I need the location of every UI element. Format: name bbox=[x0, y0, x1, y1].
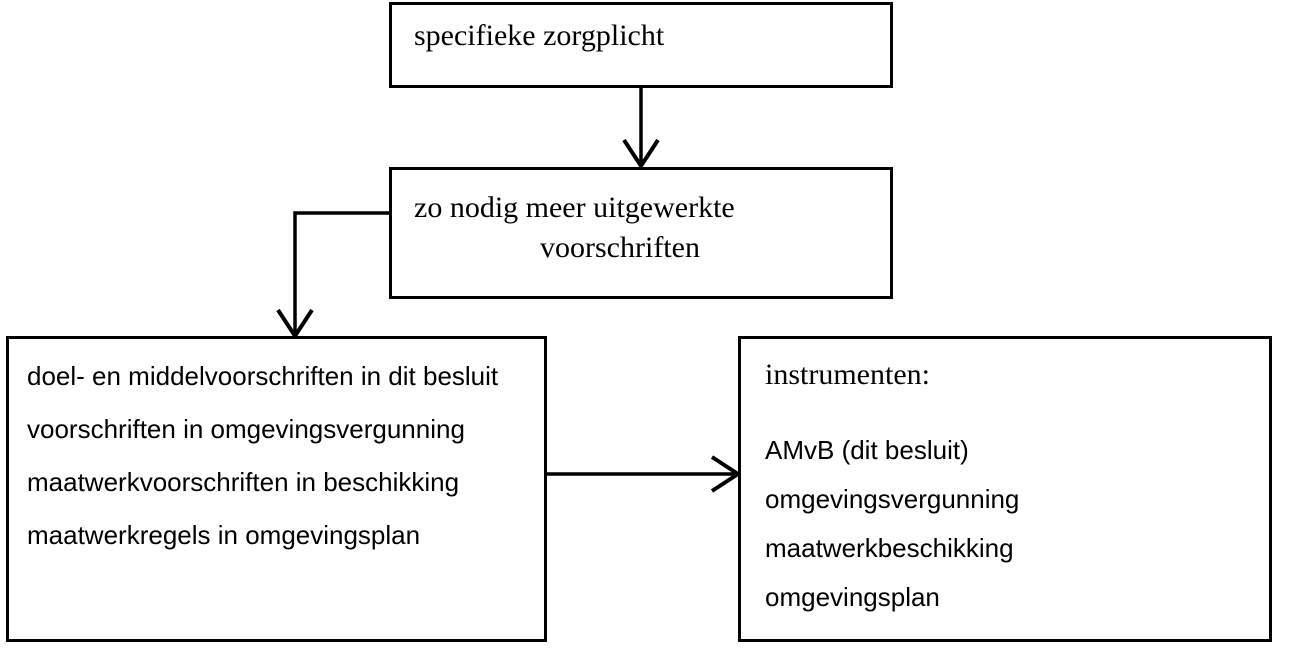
instrumenten-content: instrumenten: AMvB (dit besluit) omgevin… bbox=[765, 355, 1245, 617]
list-item: doel- en middelvoorschriften in dit besl… bbox=[27, 361, 499, 391]
list-item: omgevingsvergunning bbox=[765, 484, 1020, 514]
arrowhead-icon bbox=[622, 138, 660, 170]
node-label-line-2: voorschriften bbox=[540, 231, 700, 264]
list-item: maatwerkvoorschriften in beschikking bbox=[27, 467, 460, 497]
arrowhead-icon bbox=[276, 308, 314, 340]
node-instrumenten[interactable]: instrumenten: AMvB (dit besluit) omgevin… bbox=[738, 336, 1272, 642]
node-label-line-1: zo nodig meer uitgewerkte bbox=[414, 191, 735, 224]
list-item: voorschriften in omgevingsvergunning bbox=[27, 414, 465, 444]
list-item: omgevingsplan bbox=[765, 582, 940, 612]
arrowhead-icon bbox=[710, 455, 742, 493]
list-item: maatwerkbeschikking bbox=[765, 533, 1014, 563]
node-uitgewerkte-voorschriften[interactable]: zo nodig meer uitgewerkte voorschriften bbox=[389, 167, 893, 299]
voorschriften-list: doel- en middelvoorschriften in dit besl… bbox=[27, 357, 532, 555]
node-specifieke-zorgplicht[interactable]: specifieke zorgplicht bbox=[389, 2, 893, 88]
node-label: specifieke zorgplicht bbox=[414, 19, 665, 52]
list-item: AMvB (dit besluit) bbox=[765, 435, 969, 465]
instrumenten-heading: instrumenten: bbox=[765, 358, 930, 391]
edge-line bbox=[293, 211, 389, 336]
node-label: zo nodig meer uitgewerkte voorschriften bbox=[414, 188, 874, 268]
list-item: maatwerkregels in omgevingsplan bbox=[27, 520, 421, 550]
node-doel-en-middelvoorschriften[interactable]: doel- en middelvoorschriften in dit besl… bbox=[6, 336, 547, 642]
